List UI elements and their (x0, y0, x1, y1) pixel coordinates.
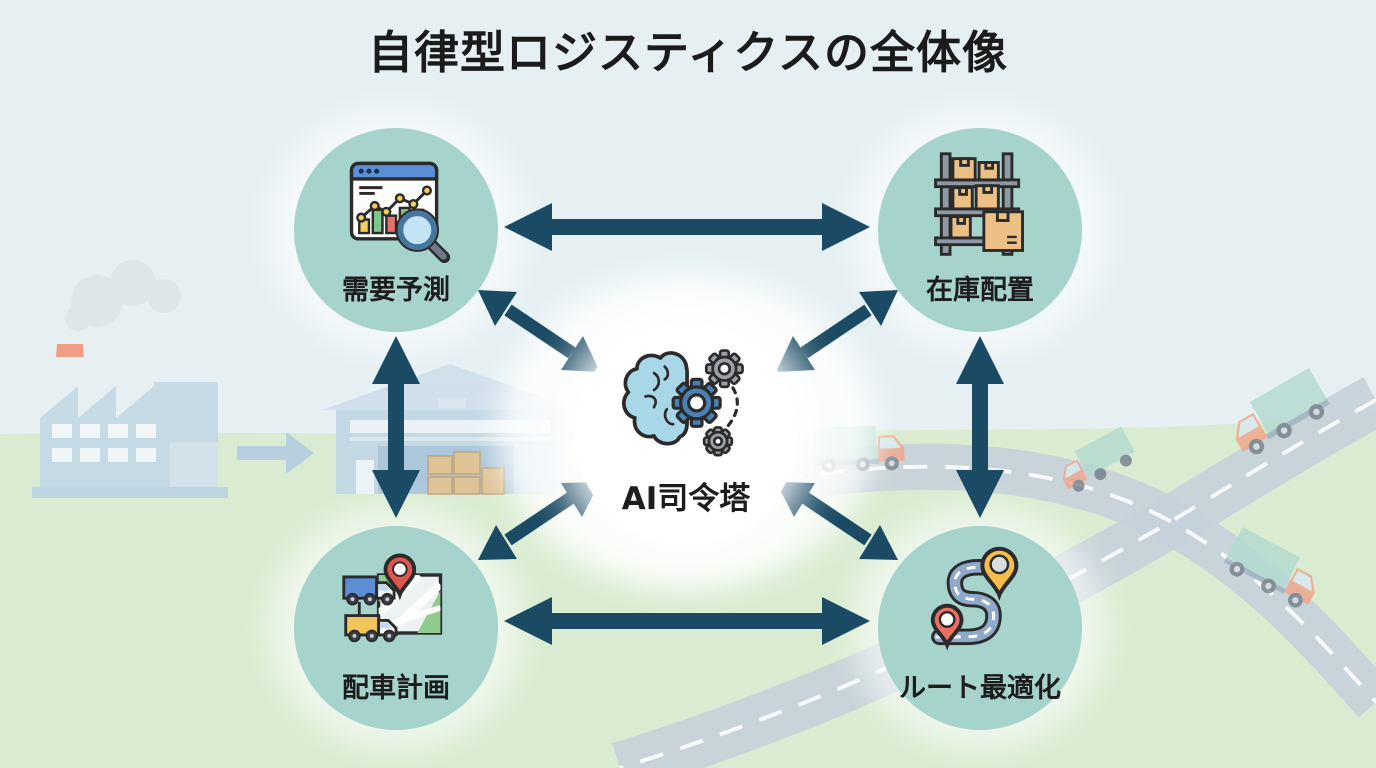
warehouse-boxes (427, 451, 505, 495)
truck-icon (1235, 367, 1330, 455)
arrow-dispatch-route (504, 597, 870, 645)
chimney-stripe (56, 344, 84, 357)
factory-windows (52, 424, 156, 462)
node-ai-control-tower: AI司令塔 (575, 323, 797, 545)
node-inventory-placement: 在庫配置 (878, 128, 1082, 332)
node-label: 配車計画 (342, 673, 450, 704)
factory-sawtooth-roof (40, 386, 154, 487)
arrow-inventory-route (956, 336, 1004, 518)
node-demand-forecast: 需要予測 (294, 128, 498, 332)
factory-base (32, 487, 228, 498)
node-label: 在庫配置 (926, 275, 1034, 306)
warehouse-body (336, 410, 564, 494)
shelf-boxes-icon (922, 148, 1038, 266)
brain-gears-icon (622, 341, 750, 471)
smoke-clouds (65, 260, 181, 331)
node-route-pins: ルート最適化 (878, 526, 1082, 730)
node-label: 需要予測 (342, 275, 450, 306)
arrow-ai-demand (478, 290, 600, 372)
arrow-ai-inventory (776, 290, 898, 372)
arrow-demand-inventory (504, 203, 870, 251)
warehouse-side-door (356, 460, 374, 494)
chimney (53, 332, 87, 466)
trucks-map-icon (338, 546, 454, 664)
arrow-ai-dispatch (478, 482, 600, 560)
warehouse-door (378, 446, 514, 494)
warehouse-roof (322, 364, 578, 410)
truck-icon (1062, 426, 1135, 492)
chart-magnifier-icon (338, 148, 454, 266)
arrow-demand-dispatch (372, 336, 420, 518)
arrow-ai-route (776, 482, 898, 560)
page-title: 自律型ロジスティクスの全体像 (368, 26, 1008, 79)
node-dispatch-planning: 配車計画 (294, 526, 498, 730)
warehouse-vent (438, 398, 466, 408)
route-pins-icon (922, 546, 1038, 664)
node-label: ルート最適化 (899, 673, 1061, 704)
warehouse-illustration (322, 364, 578, 495)
truck-icon (813, 425, 905, 473)
factory-tower (154, 382, 218, 487)
factory-illustration (32, 260, 228, 498)
flow-arrow-icon (237, 432, 314, 474)
center-node-label: AI司令塔 (621, 481, 751, 517)
factory-annex (170, 442, 218, 487)
truck-icon (1223, 527, 1315, 608)
